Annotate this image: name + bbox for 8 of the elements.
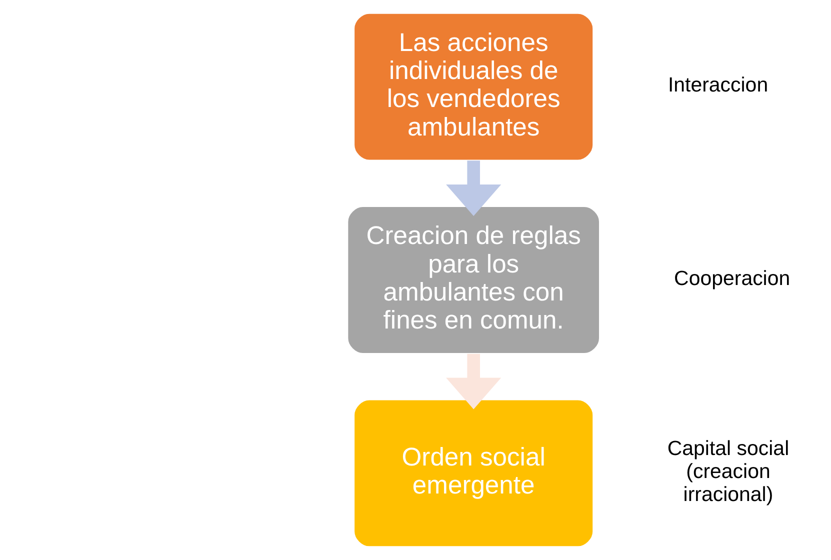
node-box: Creacion de reglas para los ambulantes con fines en comun. xyxy=(346,206,600,354)
node-box: Orden social emergente xyxy=(352,399,594,548)
node-label: Interaccion xyxy=(667,74,768,97)
arrow xyxy=(446,354,501,410)
node-box: Las acciones individuales de los vendedores ambulantes xyxy=(352,12,594,161)
arrow xyxy=(446,160,501,216)
node-label: Cooperacion xyxy=(674,266,790,290)
node-label: Capital social (creacion irracional) xyxy=(666,437,789,506)
